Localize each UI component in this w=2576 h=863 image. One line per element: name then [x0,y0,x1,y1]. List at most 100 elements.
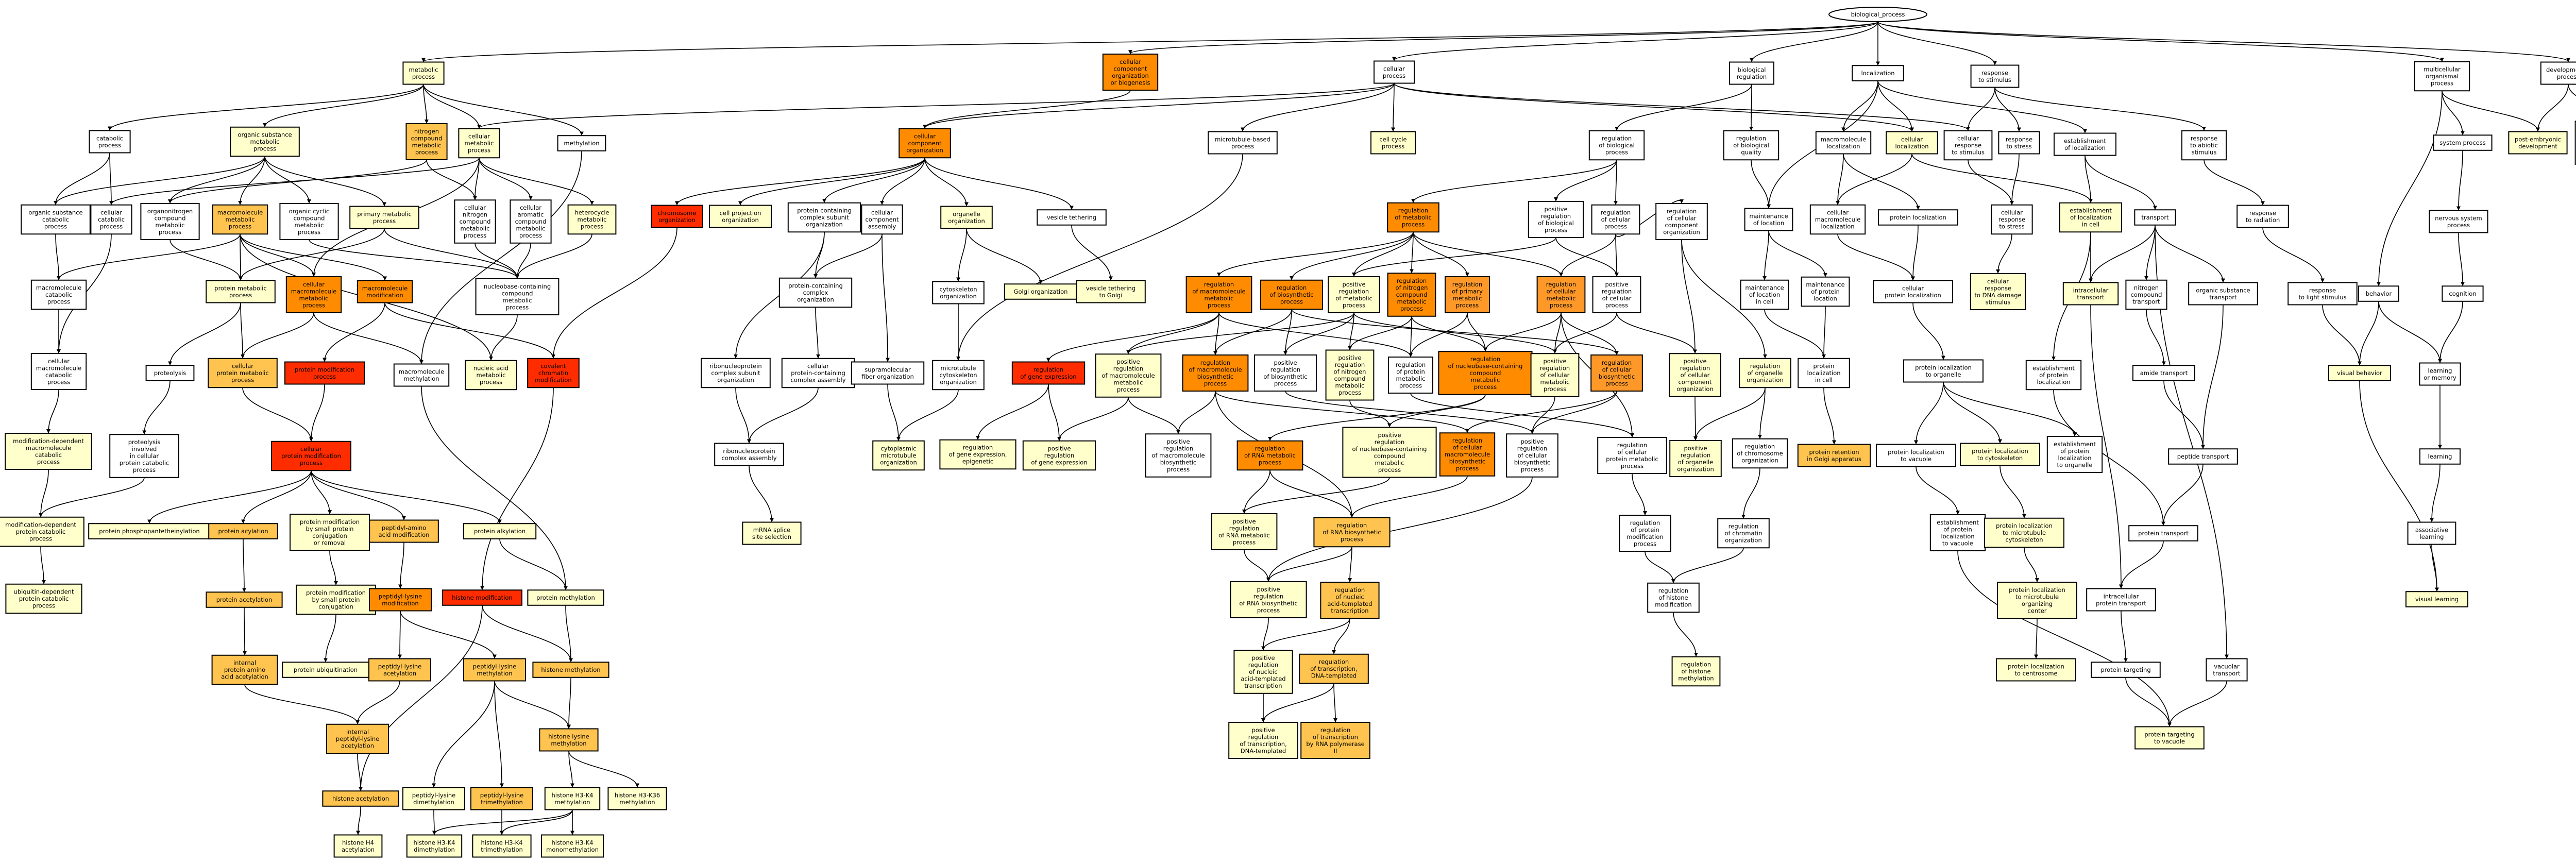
is-a-edge [2146,309,2166,366]
is-a-edge [1877,21,1997,65]
is-a-edge [400,611,497,659]
go-term-box [2134,726,2205,750]
is-a-edge [1048,384,1061,441]
is-a-edge [494,681,504,788]
is-a-edge [1749,84,1754,131]
is-a-edge [966,228,1043,284]
is-a-edge [1943,382,2002,444]
is-a-edge [1244,549,1270,582]
go-term-box [463,523,537,539]
go-term-label: histone modification [452,594,512,601]
go-term-box [2407,521,2456,545]
is-a-edge [1350,476,1468,518]
is-a-edge [1353,312,1557,354]
is-a-edge [398,542,404,589]
is-a-edge [924,158,969,207]
go-term-box [1960,443,2040,466]
go-term-box [369,519,439,543]
go-term-box [1876,444,1956,467]
is-a-edge [1693,387,1766,441]
is-a-edge [2536,84,2569,132]
go-term-label: protein acetylation [216,596,273,603]
is-a-edge [923,83,1395,129]
is-a-edge [567,677,571,729]
is-a-edge [1614,234,1619,277]
go-term-box [1320,582,1380,619]
go-term-label: behavior [2366,290,2392,297]
is-a-edge [814,234,883,278]
is-a-edge [168,302,241,366]
go-term-box [5,583,82,614]
go-term-node: proteolysis [145,365,195,381]
go-term-box [1254,354,1317,392]
go-term-node: protein localization [1878,209,1958,226]
go-term-node: transport [2134,209,2176,226]
is-a-edge [1681,239,1767,359]
go-term-box [2206,658,2248,682]
go-term-box [1300,722,1370,759]
go-term-box [567,204,617,235]
is-a-edge [2144,225,2156,280]
is-a-edge [1957,550,2172,727]
is-a-edge [814,232,825,278]
go-term-box [1445,276,1490,313]
go-term-box [1182,354,1249,392]
is-a-edge [1911,225,1919,281]
go-term-box [475,278,560,315]
is-a-edge [1261,617,1269,651]
is-a-edge [384,228,519,279]
go-term-box [2328,365,2391,381]
go-term-box [1717,518,1770,549]
is-a-edge [1751,160,1771,209]
go-term-node: methylation [557,135,606,151]
go-term-box [1815,131,1872,155]
is-a-edge [1877,80,2087,133]
is-a-edge [1912,302,1945,360]
go-term-box [284,361,365,385]
is-a-edge [109,153,113,205]
go-term-box [2132,365,2195,381]
is-a-edge [1057,397,1129,441]
go-term-box [2287,282,2358,306]
is-a-edge [240,302,245,359]
is-a-edge [1555,237,1619,277]
go-term-box [1739,358,1791,388]
go-term-node: anatomicalstructureformationinvolvedin m… [2574,121,2576,165]
is-a-edge [1966,87,1995,131]
